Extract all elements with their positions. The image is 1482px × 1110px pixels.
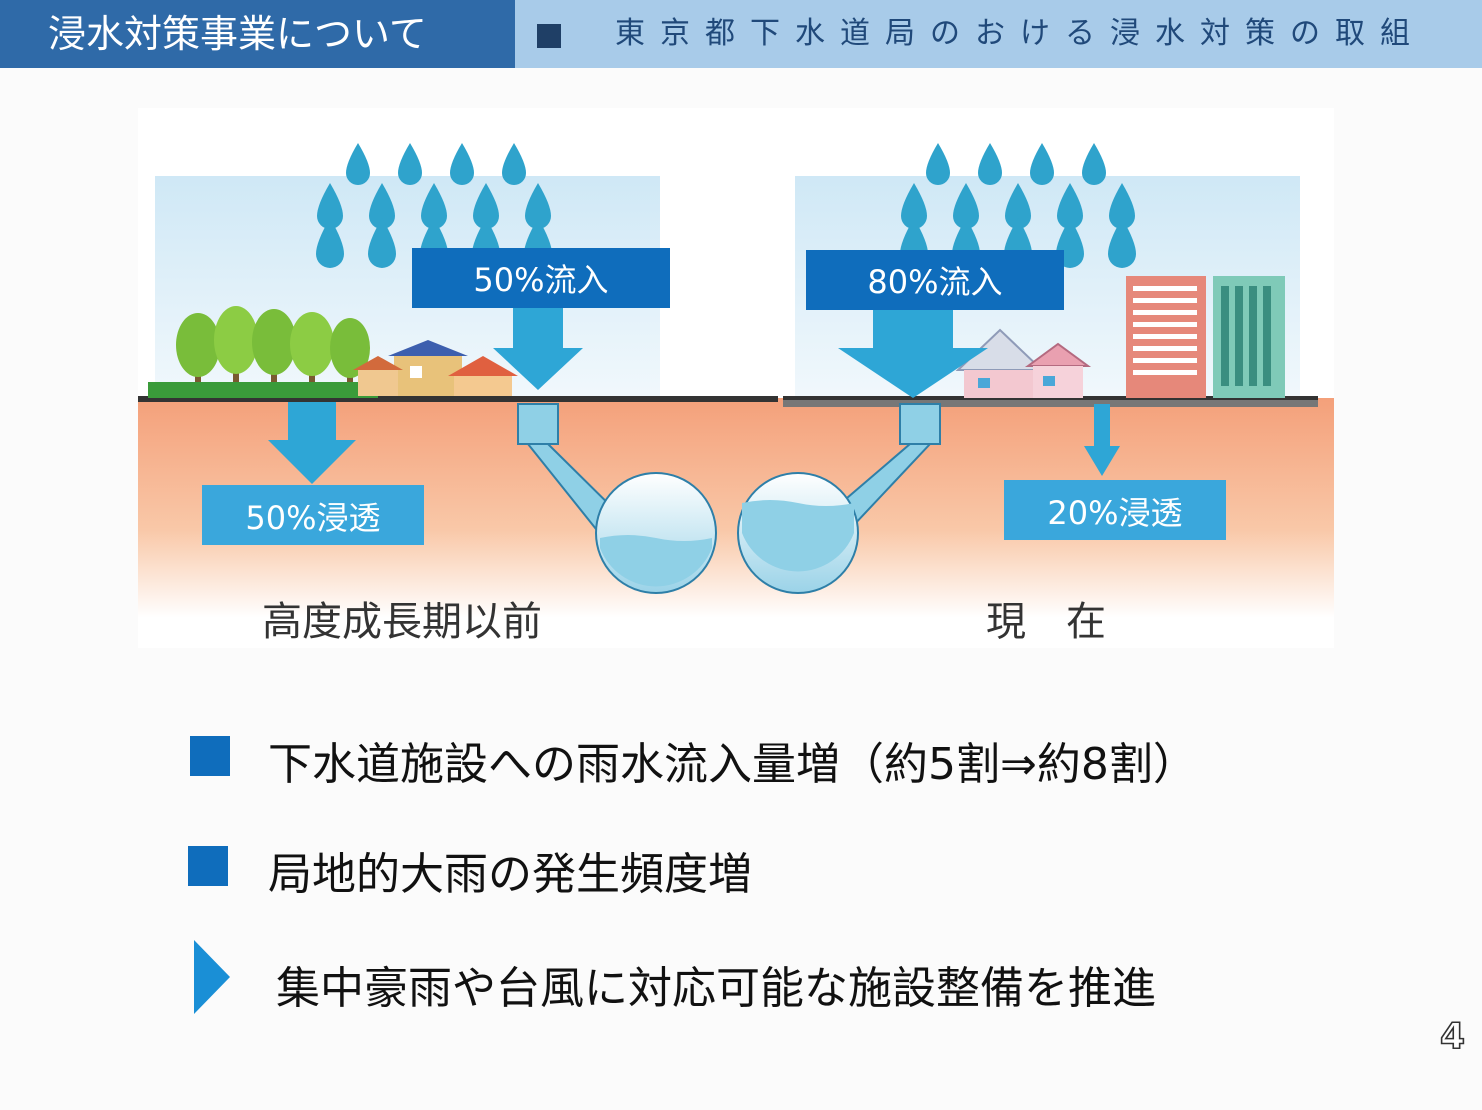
left-infiltration-label: 50%浸透 — [245, 499, 380, 537]
right-infiltration-arrow — [1084, 404, 1120, 476]
square-bullet-icon — [537, 24, 561, 48]
right-inflow-label: 80%流入 — [867, 263, 1002, 301]
bullet-text-1: 下水道施設への雨水流入量増（約5割⇒約8割） — [268, 739, 1197, 790]
square-bullet-icon — [188, 846, 228, 886]
left-inflow-label: 50%流入 — [473, 261, 608, 299]
conclusion-text: 集中豪雨や台風に対応可能な施設整備を推進 — [276, 963, 1156, 1014]
header-bar: 東京都下水道局のおける浸水対策の取組 — [515, 0, 1482, 68]
old-houses — [353, 340, 518, 396]
right-caption: 現 在 — [986, 599, 1106, 645]
infiltration-diagram: 50%流入 80%流入 50%浸透 20%浸透 高度成長期以前 現 在 — [138, 108, 1334, 648]
header-subtitle: 東京都下水道局のおける浸水対策の取組 — [615, 16, 1425, 51]
bullet-text-2: 局地的大雨の発生頻度増 — [268, 849, 752, 900]
ground-left — [138, 396, 778, 402]
right-inflow-arrow — [838, 310, 988, 398]
left-caption: 高度成長期以前 — [262, 599, 542, 645]
trees — [148, 306, 378, 398]
arrow-right-icon — [194, 940, 230, 1014]
right-inflow-box — [806, 250, 1064, 310]
pavement-right — [783, 398, 1318, 407]
conclusion-item: 集中豪雨や台風に対応可能な施設整備を推進 — [276, 952, 1156, 1014]
right-infiltration-label: 20%浸透 — [1047, 494, 1182, 532]
page-number: 4 — [1439, 1015, 1466, 1058]
left-inflow-box — [412, 248, 670, 308]
left-inflow-arrow — [493, 308, 583, 390]
pipe-water — [600, 500, 854, 587]
city-buildings — [955, 276, 1285, 398]
right-infiltration-box — [1004, 480, 1226, 540]
square-bullet-icon — [190, 736, 230, 776]
section-title: 浸水対策事業について — [0, 0, 515, 68]
left-infiltration-box — [202, 485, 424, 545]
left-infiltration-arrow — [268, 402, 356, 484]
